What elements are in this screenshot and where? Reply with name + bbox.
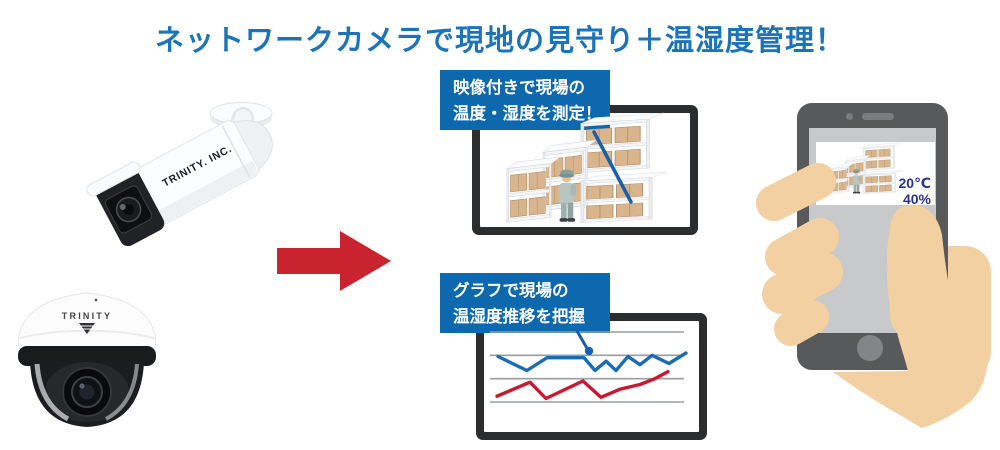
- dome-brand-logo: [79, 323, 95, 334]
- smartphone: [797, 103, 948, 370]
- page-title: ネットワークカメラで現地の見守り＋温湿度管理！: [154, 25, 845, 57]
- bullet-camera-illustration: TRINITY. INC.: [86, 102, 273, 247]
- callout-video-label: 映像付きで現場の 温度・湿度を測定！: [440, 70, 610, 130]
- monitor-graph-screen: [484, 321, 699, 432]
- dome-lens: [71, 376, 103, 408]
- phone-camera-icon: [846, 113, 853, 120]
- camera-front-hood: [95, 169, 165, 247]
- phone-screen: [809, 128, 936, 333]
- dome-camera-illustration: TRINITY: [17, 292, 157, 427]
- dome-mic-hole: [94, 298, 98, 302]
- monitor-video-screen: [480, 113, 690, 227]
- camera-mount-joint: [219, 153, 239, 173]
- dome-black-band: [18, 346, 156, 366]
- camera-lens: [115, 196, 142, 223]
- dome-camera-brand-label: TRINITY: [62, 311, 112, 321]
- dome-glass: [30, 362, 144, 427]
- flow-arrow-icon: [277, 231, 391, 291]
- callout-graph-line2: 温湿度推移を把握: [453, 308, 585, 326]
- phone-speaker-icon: [862, 113, 894, 120]
- bullet-camera-brand-label: TRINITY. INC.: [161, 143, 235, 190]
- callout-graph-label: グラフで現場の 温湿度推移を把握: [440, 273, 610, 333]
- callout-video-line1: 映像付きで現場の: [453, 79, 585, 97]
- callout-video-line2: 温度・湿度を測定！: [453, 105, 602, 123]
- phone-home-button: [857, 335, 883, 361]
- callout-graph-line1: グラフで現場の: [453, 282, 569, 300]
